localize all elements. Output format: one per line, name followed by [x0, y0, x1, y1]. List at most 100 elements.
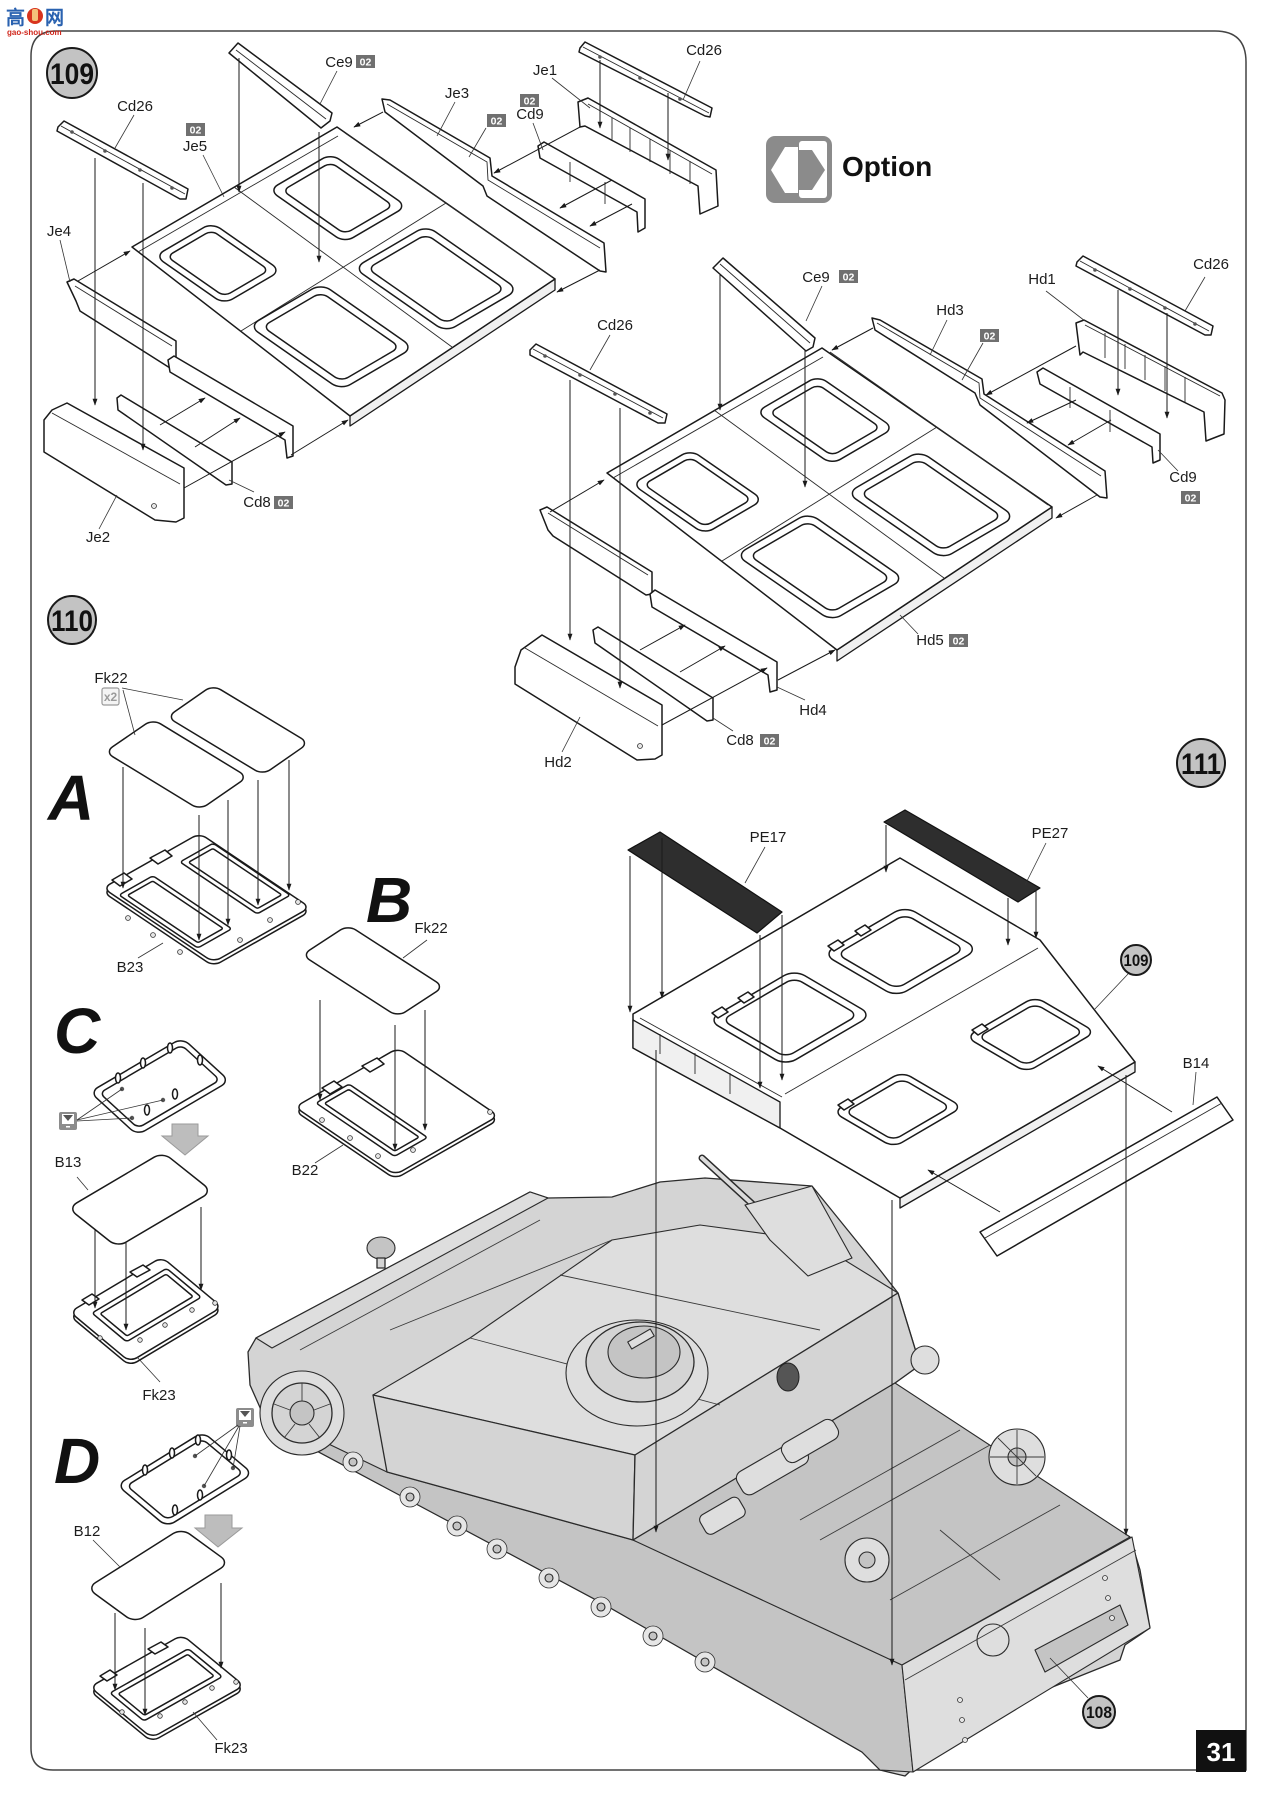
deck-outline	[131, 126, 556, 417]
part-je3	[381, 98, 607, 273]
part-ce9	[712, 257, 816, 352]
label-fk22: Fk22	[414, 920, 447, 937]
part-edge	[235, 49, 327, 120]
open-holes-icon-dash	[243, 1422, 247, 1424]
variant-b: B Fk22 B22	[292, 864, 499, 1179]
part-hd5-deck	[606, 347, 1053, 662]
ventilator-grille	[776, 1362, 800, 1392]
hatch-frame-inner	[860, 459, 1001, 550]
pin-hole	[1093, 268, 1097, 272]
assembly-arrow-line	[290, 419, 349, 456]
hatch-opening	[833, 1072, 962, 1148]
label-cd8: Cd8	[243, 494, 271, 511]
leader-line	[319, 70, 338, 105]
ring-tab	[141, 1464, 149, 1476]
leader-line	[805, 285, 823, 322]
hub-center	[405, 1492, 415, 1502]
hull-seam	[299, 1219, 541, 1351]
sub-assembly-ref-109: 109	[1120, 944, 1152, 976]
parts-tree-badge-text: 02	[278, 498, 290, 510]
label-fk23: Fk23	[142, 1387, 175, 1404]
watermark-logo: 高 网 gao-shou.com	[6, 6, 64, 37]
hatch-opening	[756, 376, 894, 465]
part-pe17-mesh	[627, 831, 783, 934]
leader-line	[436, 101, 456, 137]
exhaust-pipe	[799, 1429, 961, 1521]
step-110-marker: 110	[47, 595, 97, 645]
leader-line	[137, 942, 164, 959]
assembly-arrow-line	[1097, 1065, 1173, 1113]
hinge	[147, 1641, 169, 1655]
rear-plate	[901, 1536, 1151, 1773]
rear-access-cover	[976, 1623, 1010, 1657]
battery-box	[699, 1496, 746, 1535]
thumbs-up-icon-thumb	[32, 9, 38, 21]
hub-center	[452, 1521, 462, 1531]
variant-d: D	[54, 1408, 254, 1757]
hatch-frame-inner	[282, 162, 393, 234]
hatch-cover	[87, 1528, 229, 1623]
hub-center	[348, 1457, 358, 1467]
assembly-lines	[77, 58, 671, 489]
bolt	[182, 1699, 188, 1705]
assembly-arrow-line	[1067, 419, 1112, 446]
parts-tree-badge	[839, 270, 858, 283]
pulley-hub	[858, 1551, 876, 1569]
parts-tree-badge	[520, 94, 539, 107]
pin-hole	[138, 168, 142, 172]
hatch-frame-inner	[845, 1079, 950, 1141]
assembly-arrow-line	[353, 111, 384, 128]
label-pe27: PE27	[1032, 825, 1069, 842]
hatch-opening	[966, 997, 1095, 1073]
hinge	[321, 1080, 343, 1095]
open-holes-icon-triangle	[240, 1411, 250, 1417]
variant-letter: C	[54, 995, 101, 1067]
deck-lip	[344, 132, 553, 278]
parts-tree-badge-text: 02	[984, 331, 996, 343]
leader-line	[228, 479, 255, 493]
rear-hole	[957, 1697, 963, 1703]
ring-tab	[168, 1447, 176, 1459]
hatch-frame-inner	[837, 914, 965, 989]
hatch-cover-b12	[87, 1528, 229, 1623]
ring-tab	[171, 1504, 179, 1516]
label-b12: B12	[74, 1523, 101, 1540]
leader-line	[122, 689, 136, 736]
parts-tree-badge-text: 02	[764, 736, 776, 748]
step-number: 110	[51, 605, 93, 638]
assembly-lines	[549, 275, 1170, 726]
hatch-frame	[110, 1649, 222, 1721]
part-side-rail	[539, 506, 653, 596]
part-ce9	[228, 42, 333, 129]
hatch-frame-inner	[118, 1654, 214, 1715]
pin-hole	[170, 186, 174, 190]
assembly-arrow-line	[159, 397, 206, 426]
leader-line	[59, 239, 71, 283]
ring-tab	[143, 1104, 151, 1116]
hinge	[827, 939, 845, 952]
base-plate-top	[103, 833, 310, 962]
label-cd9: Cd9	[516, 106, 544, 123]
leader-line	[192, 1711, 218, 1741]
leader-line	[929, 319, 948, 356]
leader-line	[76, 1117, 133, 1122]
leader-line	[76, 1088, 123, 1121]
assembly-arrow-line	[777, 649, 836, 681]
bolt	[177, 949, 183, 955]
ring-tab	[166, 1042, 174, 1054]
bolt	[487, 1109, 493, 1115]
part-je5-deck	[131, 126, 556, 427]
variant-a: A	[46, 670, 310, 976]
leader-line	[202, 154, 225, 198]
pin-hole	[578, 373, 582, 377]
ring-tab	[196, 1054, 204, 1066]
louvre-box-face	[632, 1019, 781, 1129]
pin-hole	[613, 392, 617, 396]
step-111: 111	[247, 738, 1234, 1777]
option-icon-right-arrow	[799, 150, 825, 190]
pin-hole	[598, 55, 602, 59]
hatch-cover	[68, 1152, 212, 1247]
parts-tree-badge	[356, 55, 375, 68]
parts-tree-badge-text: 02	[491, 116, 503, 128]
leader-line	[1049, 1657, 1089, 1699]
